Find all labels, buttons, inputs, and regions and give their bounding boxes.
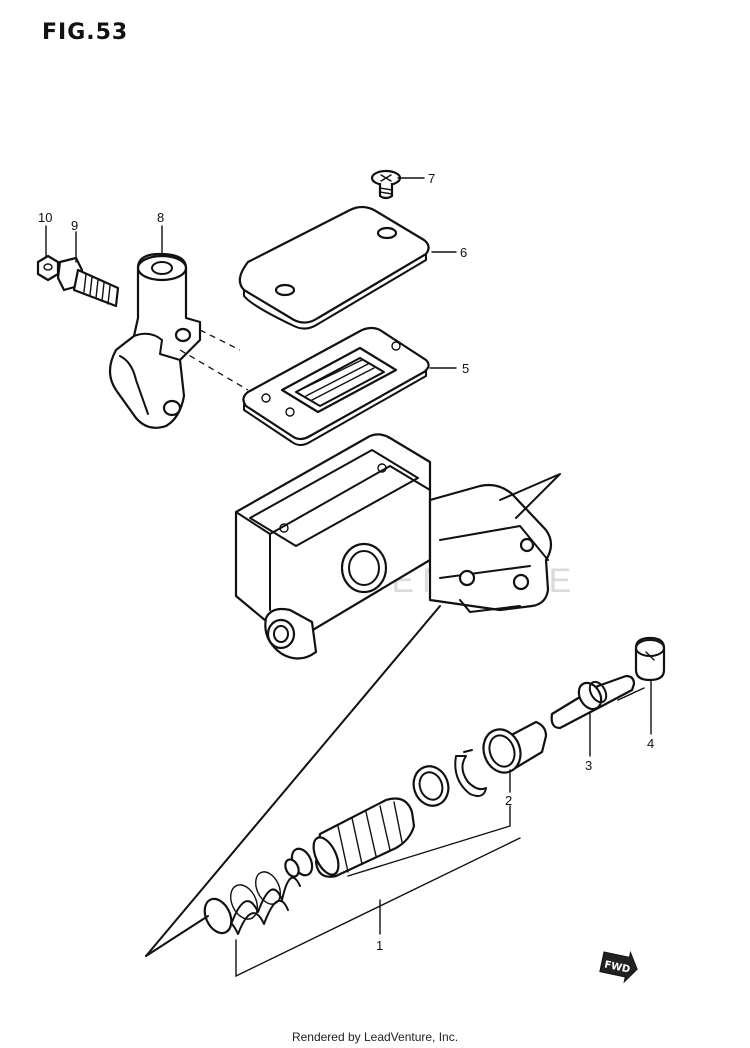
part-6-reservoir-cap xyxy=(238,205,430,330)
part-10-washer xyxy=(36,254,60,282)
master-cylinder-body xyxy=(234,433,553,660)
assembly-centerline xyxy=(145,329,645,957)
callout-1: 1 xyxy=(376,938,383,953)
callout-8: 8 xyxy=(157,210,164,225)
part-9-bolt xyxy=(56,256,120,308)
footer-credit: Rendered by LeadVenture, Inc. xyxy=(291,1030,459,1044)
callout-5: 5 xyxy=(462,361,469,376)
leader-lines xyxy=(45,177,652,978)
part-7-cap-screw xyxy=(370,169,402,200)
callout-7: 7 xyxy=(428,171,435,186)
part-1-piston-spring xyxy=(203,797,416,935)
callout-6: 6 xyxy=(460,245,467,260)
callout-4: 4 xyxy=(647,736,654,751)
callout-10: 10 xyxy=(38,210,52,225)
fwd-arrow-badge: FWD xyxy=(599,950,638,984)
callouts: 1 2 3 4 5 6 7 8 9 10 xyxy=(38,171,654,953)
part-5-diaphragm xyxy=(242,326,430,446)
part-2-boot-set xyxy=(412,720,548,807)
callout-3: 3 xyxy=(585,758,592,773)
part-4-pivot-pin xyxy=(634,636,666,682)
part-8-clamp xyxy=(108,252,202,429)
part-3-push-rod xyxy=(550,674,636,730)
figure-title: FIG.53 xyxy=(42,20,129,45)
callout-2: 2 xyxy=(505,793,512,808)
callout-9: 9 xyxy=(71,218,78,233)
fwd-label: FWD xyxy=(603,959,631,975)
